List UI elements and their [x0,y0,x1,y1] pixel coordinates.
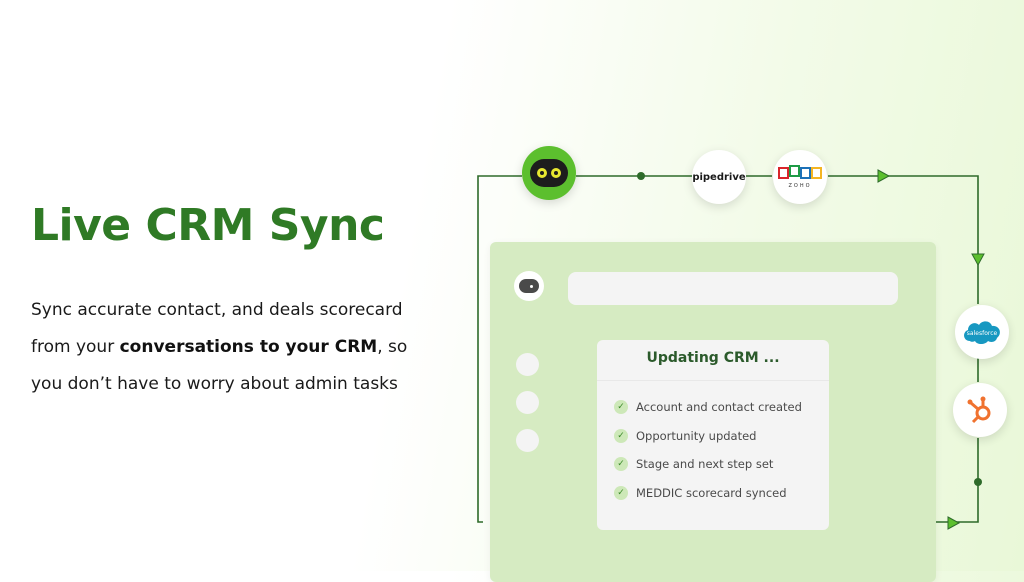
sidebar-dot [516,429,539,452]
salesforce-logo: salesforce [955,305,1009,359]
task-item: ✓ Stage and next step set [614,457,773,471]
check-icon: ✓ [614,400,628,414]
description-line-2: from your conversations to your CRM, so [31,337,408,357]
pipedrive-logo: pipedrive [692,150,746,204]
check-icon: ✓ [614,486,628,500]
flow-arrow-down-icon [971,253,985,267]
brand-logo-icon [530,159,568,187]
flow-node-dot [974,478,982,486]
description-emphasis: conversations to your CRM [119,337,378,357]
svg-text:ZOHO: ZOHO [788,183,811,189]
zoho-logo: ZOHO [773,150,827,204]
brand-logo-bubble [522,146,576,200]
task-item: ✓ MEDDIC scorecard synced [614,486,787,500]
check-icon: ✓ [614,457,628,471]
flow-line-bottom-right [936,438,979,523]
update-card-title: Updating CRM ... [646,350,780,366]
svg-text:salesforce: salesforce [967,330,998,337]
hubspot-logo [953,383,1007,437]
sidebar-dot [516,353,539,376]
search-bar-placeholder [568,272,898,305]
flow-arrow-right-icon [877,169,891,183]
task-item: ✓ Account and contact created [614,400,802,414]
description-line-1: Sync accurate contact, and deals scoreca… [31,300,403,320]
check-icon: ✓ [614,429,628,443]
zoho-logo-icon: ZOHO [778,165,822,189]
headline: Live CRM Sync [31,200,385,251]
task-item: ✓ Opportunity updated [614,429,757,443]
update-crm-card: Updating CRM ... ✓ Account and contact c… [597,340,829,530]
card-divider [597,380,829,381]
description: Sync accurate contact, and deals scoreca… [31,292,451,403]
pipedrive-logo-text: pipedrive [692,171,746,183]
salesforce-cloud-icon: salesforce [964,321,1000,344]
description-line-3: you don’t have to worry about admin task… [31,374,398,394]
app-logo-icon [519,279,539,293]
flow-arrow-right-icon [947,516,961,530]
flow-node-dot [637,172,645,180]
hubspot-sprocket-icon [967,396,991,424]
app-avatar [514,271,544,301]
flow-line-left [477,175,522,523]
sidebar-dot [516,391,539,414]
